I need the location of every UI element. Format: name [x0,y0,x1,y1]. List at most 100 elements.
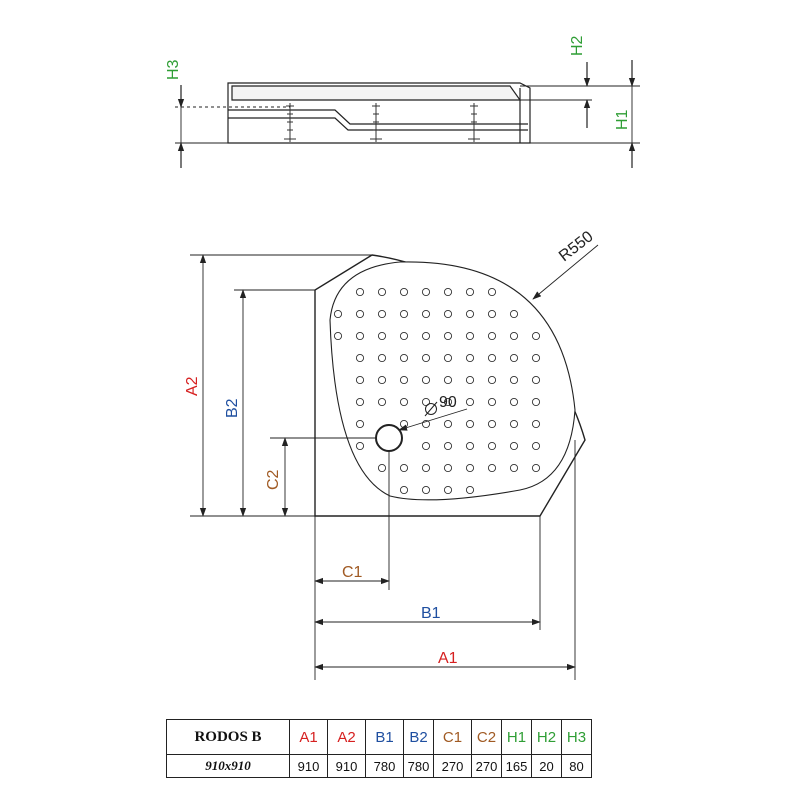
value-h1: 165 [501,754,532,778]
anti-slip-dot [443,419,453,429]
label-b2: B2 [224,398,241,418]
header-a1: A1 [289,719,328,755]
label-a1: A1 [438,650,458,667]
anti-slip-dot [399,331,409,341]
anti-slip-dot [443,331,453,341]
anti-slip-dot [487,287,497,297]
anti-slip-dot [421,331,431,341]
label-h1: H1 [614,109,631,130]
anti-slip-dot [509,419,519,429]
anti-slip-dot [377,375,387,385]
anti-slip-dot [377,331,387,341]
header-a2: A2 [327,719,366,755]
anti-slip-dot [487,463,497,473]
top-view [314,254,586,517]
value-c1: 270 [433,754,472,778]
anti-slip-dot [355,441,365,451]
header-h2: H2 [531,719,562,755]
value-b1: 780 [365,754,404,778]
anti-slip-dot [399,375,409,385]
label-c2: C2 [265,469,282,490]
anti-slip-dot [399,309,409,319]
anti-slip-dot [333,331,343,341]
anti-slip-dots [333,287,541,495]
value-h3: 80 [561,754,592,778]
label-a2: A2 [184,376,201,396]
model-name: RODOS B [166,719,290,755]
header-b1: B1 [365,719,404,755]
anti-slip-dot [487,419,497,429]
side-tray-feet [284,103,480,142]
label-h3: H3 [165,59,182,80]
anti-slip-dot [355,397,365,407]
anti-slip-dot [531,331,541,341]
side-tray-step-2 [228,117,528,131]
anti-slip-dot [443,353,453,363]
anti-slip-dot [443,463,453,473]
anti-slip-dot [355,309,365,319]
anti-slip-dot [465,419,475,429]
anti-slip-dot [487,375,497,385]
anti-slip-dot [421,375,431,385]
anti-slip-dot [355,331,365,341]
label-h2: H2 [569,35,586,56]
anti-slip-dot [509,397,519,407]
anti-slip-dot [509,353,519,363]
anti-slip-dot [531,419,541,429]
drain-hole [375,424,403,452]
value-b2: 780 [403,754,434,778]
anti-slip-dot [531,375,541,385]
anti-slip-dot [465,331,475,341]
label-b1: B1 [421,605,441,622]
label-c1: C1 [342,564,363,581]
header-c1: C1 [433,719,472,755]
anti-slip-dot [509,441,519,451]
anti-slip-dot [355,353,365,363]
value-h2: 20 [531,754,562,778]
anti-slip-dot [399,419,409,429]
anti-slip-dot [487,397,497,407]
anti-slip-dot [465,375,475,385]
anti-slip-dot [421,441,431,451]
anti-slip-dot [377,397,387,407]
anti-slip-dot [531,441,541,451]
side-tray-step [228,109,528,125]
anti-slip-dot [421,397,431,407]
anti-slip-dot [443,397,453,407]
anti-slip-dot [399,353,409,363]
header-h1: H1 [501,719,532,755]
anti-slip-dot [355,287,365,297]
anti-slip-dot [399,287,409,297]
anti-slip-dot [377,353,387,363]
anti-slip-dot [465,353,475,363]
anti-slip-dot [531,353,541,363]
side-tray-outline [227,82,531,144]
anti-slip-dot [443,287,453,297]
value-c2: 270 [471,754,502,778]
anti-slip-dot [421,485,431,495]
anti-slip-dot [509,375,519,385]
label-drain-diameter: 90 [439,394,457,411]
spec-table-header-row: RODOS B A1 A2 B1 B2 C1 C2 H1 H2 H3 [166,719,592,755]
anti-slip-dot [377,309,387,319]
anti-slip-dot [355,375,365,385]
value-a2: 910 [327,754,366,778]
anti-slip-dot [421,463,431,473]
anti-slip-dot [509,309,519,319]
anti-slip-dot [443,375,453,385]
model-size: 910x910 [166,754,290,778]
anti-slip-dot [465,463,475,473]
anti-slip-dot [487,441,497,451]
anti-slip-dot [377,463,387,473]
diameter-icon [424,401,438,417]
header-c2: C2 [471,719,502,755]
anti-slip-dot [465,441,475,451]
anti-slip-dot [465,485,475,495]
anti-slip-dot [465,397,475,407]
side-tray-basin [231,85,522,101]
anti-slip-dot [487,331,497,341]
anti-slip-dot [421,287,431,297]
anti-slip-dot [443,441,453,451]
value-a1: 910 [289,754,328,778]
